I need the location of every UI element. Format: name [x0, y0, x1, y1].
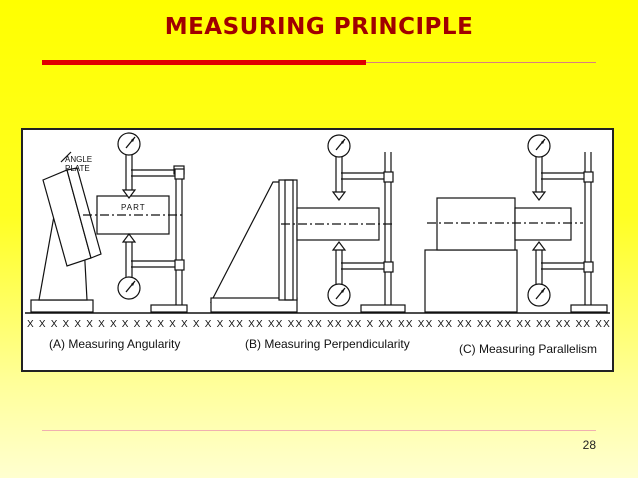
caption-parallelism: (C) Measuring Parallelism: [459, 342, 597, 356]
slide-title: MEASURING PRINCIPLE: [164, 14, 474, 40]
setup-c-parallelism: [424, 134, 608, 313]
footer-rule: [42, 430, 596, 431]
part-label: PART: [121, 203, 146, 212]
svg-text:X X X X X X X X X X X X X X X: X X X X X X X X X X X X X X X X X XX XX …: [27, 319, 612, 330]
surface-plate: X X X X X X X X X X X X X X X X X XX XX …: [25, 312, 612, 330]
measuring-principle-figure: X X X X X X X X X X X X X X X X X XX XX …: [21, 128, 614, 372]
caption-angularity: (A) Measuring Angularity: [49, 337, 180, 351]
title-underline-thin: [366, 62, 596, 63]
setup-b-perpendicularity: [210, 134, 406, 313]
angle-plate-label-2: PLATE: [65, 164, 90, 173]
angle-plate-label-1: ANGLE: [65, 155, 92, 164]
caption-perpendicularity: (B) Measuring Perpendicularity: [245, 337, 410, 351]
page-number: 28: [582, 438, 596, 452]
title-underline-accent: [42, 60, 366, 65]
setup-a-angularity: [30, 132, 188, 313]
